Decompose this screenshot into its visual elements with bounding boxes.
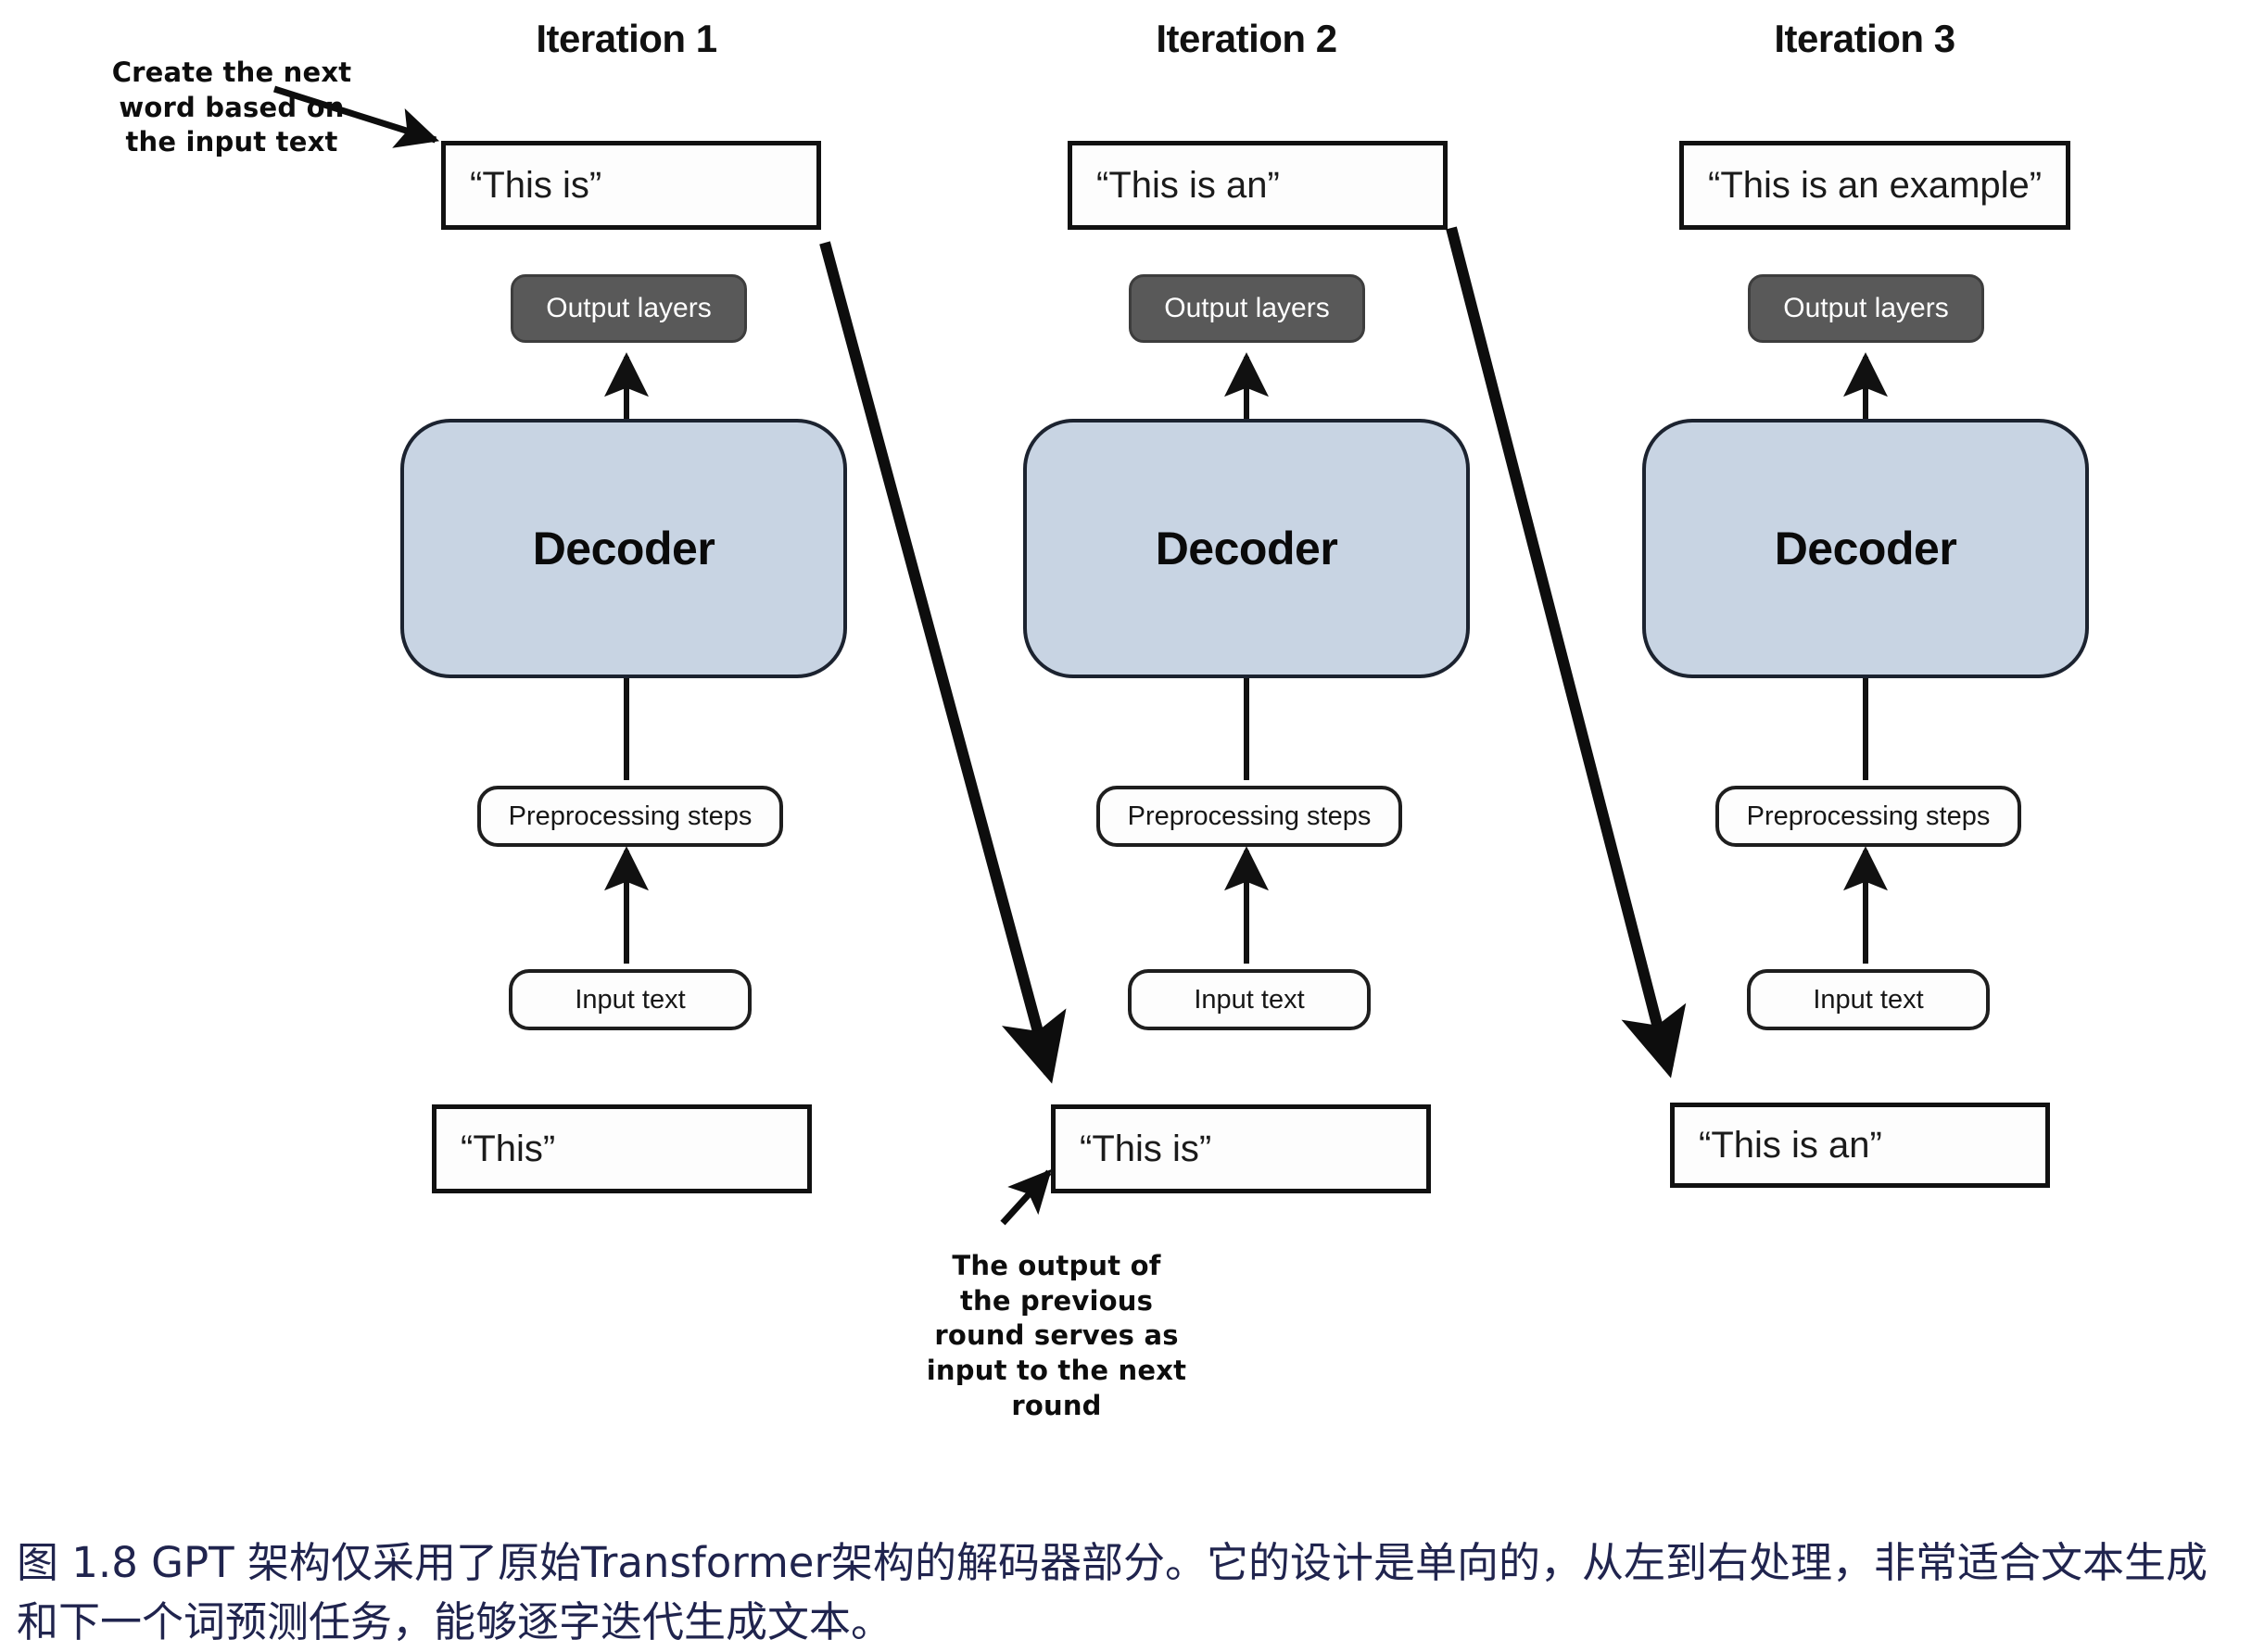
preprocessing-label-1: Preprocessing steps	[508, 801, 753, 831]
output-text-value-1: “This is”	[470, 164, 602, 206]
output-text-box-iteration-2: “This is an”	[1068, 141, 1448, 230]
column-title-iteration-3: Iteration 3	[1774, 17, 1955, 60]
output-text-box-iteration-1: “This is”	[441, 141, 821, 230]
input-text-label-1: Input text	[575, 984, 686, 1015]
arrow-iteration2-to-iteration3	[1446, 226, 1687, 1078]
annotation-arrow-bottom	[1000, 1168, 1052, 1226]
input-text-label-2: Input text	[1194, 984, 1305, 1015]
input-value-1: “This”	[461, 1128, 556, 1169]
annotation-create-next-word: Create the next word based on the input …	[111, 57, 352, 158]
decoder-label-1: Decoder	[532, 523, 715, 574]
decoder-box-1: Decoder	[400, 419, 847, 678]
preprocessing-label-2: Preprocessing steps	[1127, 801, 1372, 831]
preprocessing-label-3: Preprocessing steps	[1746, 801, 1991, 831]
column-title-iteration-2: Iteration 2	[1156, 17, 1337, 60]
preprocessing-box-2: Preprocessing steps	[1096, 786, 1402, 847]
input-value-2: “This is”	[1080, 1128, 1212, 1169]
output-layers-label-3: Output layers	[1783, 293, 1949, 323]
decoder-box-3: Decoder	[1642, 419, 2089, 678]
preprocessing-box-3: Preprocessing steps	[1715, 786, 2021, 847]
input-value-box-iteration-1: “This”	[432, 1104, 812, 1193]
preprocessing-box-1: Preprocessing steps	[477, 786, 783, 847]
input-value-box-iteration-2: “This is”	[1051, 1104, 1431, 1193]
output-layers-label-1: Output layers	[546, 293, 712, 323]
figure-caption: 图 1.8 GPT 架构仅采用了原始Transformer架构的解码器部分。它的…	[17, 1538, 2208, 1646]
output-layers-label-2: Output layers	[1164, 293, 1330, 323]
output-layers-box-3: Output layers	[1748, 274, 1984, 343]
output-text-box-iteration-3: “This is an example”	[1679, 141, 2070, 230]
input-value-box-iteration-3: “This is an”	[1670, 1103, 2050, 1188]
input-text-box-1: Input text	[509, 969, 752, 1030]
arrow-iteration1-to-iteration2	[819, 241, 1067, 1084]
output-layers-box-2: Output layers	[1129, 274, 1365, 343]
output-text-value-2: “This is an”	[1096, 164, 1280, 206]
decoder-label-3: Decoder	[1774, 523, 1957, 574]
annotation-output-serves-as-input: The output of the previous round serves …	[926, 1250, 1187, 1421]
output-layers-box-1: Output layers	[511, 274, 747, 343]
decoder-box-2: Decoder	[1023, 419, 1470, 678]
input-text-box-2: Input text	[1128, 969, 1371, 1030]
input-text-label-3: Input text	[1813, 984, 1924, 1015]
input-text-box-3: Input text	[1747, 969, 1990, 1030]
decoder-label-2: Decoder	[1155, 523, 1338, 574]
output-text-value-3: “This is an example”	[1708, 164, 2043, 206]
input-value-3: “This is an”	[1699, 1124, 1882, 1166]
column-title-iteration-1: Iteration 1	[536, 17, 717, 60]
